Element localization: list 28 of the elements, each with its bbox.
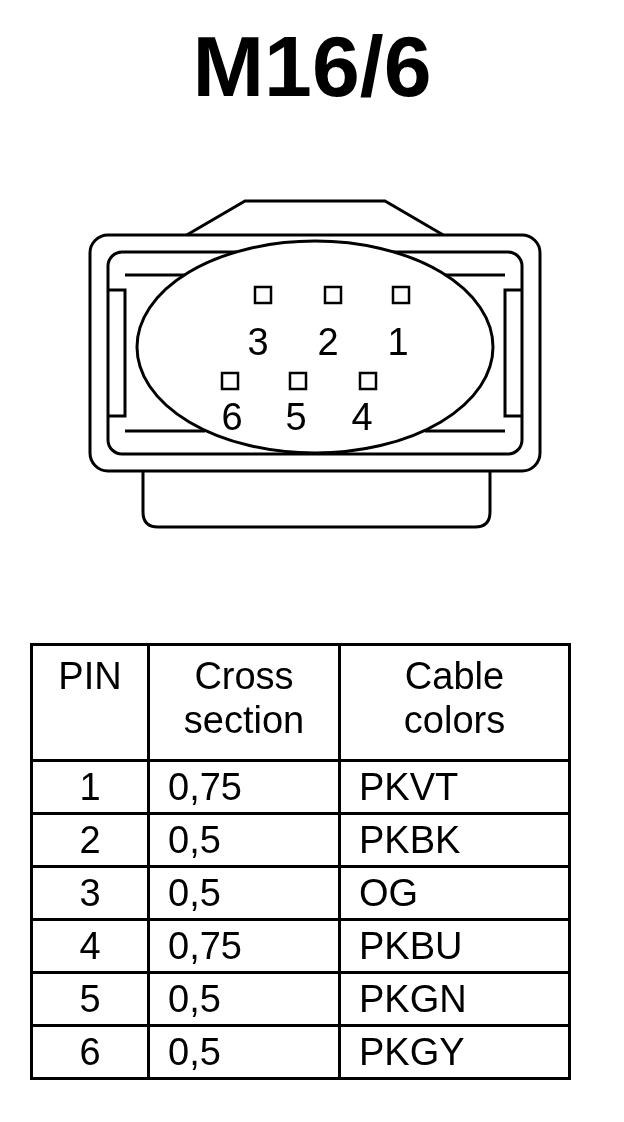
pin-value: 4 <box>31 919 149 973</box>
title: M16/6 <box>191 20 433 112</box>
pin-number: 2 <box>316 322 340 362</box>
pin-number: 5 <box>284 397 308 437</box>
pin-number: 6 <box>220 397 244 437</box>
pin-value: 1 <box>31 760 149 814</box>
cross-section-value: 0,5 <box>148 1025 340 1079</box>
pin-number: 4 <box>350 397 374 437</box>
cross-section-value: 0,5 <box>148 972 340 1026</box>
cable-color-value: PKGN <box>339 972 570 1026</box>
cable-color-value: PKVT <box>339 760 570 814</box>
column-header: PIN <box>58 654 122 698</box>
column-header: Cable colors <box>403 654 506 742</box>
pin-value: 6 <box>31 1025 149 1079</box>
cable-color-value: PKBU <box>339 919 570 973</box>
cross-section-value: 0,75 <box>148 760 340 814</box>
pin-value: 2 <box>31 813 149 867</box>
cable-color-value: PKGY <box>339 1025 570 1079</box>
cable-color-value: PKBK <box>339 813 570 867</box>
pin-number: 3 <box>246 322 270 362</box>
pin-value: 3 <box>31 866 149 920</box>
column-header: Cross section <box>183 654 305 742</box>
cable-color-value: OG <box>339 866 570 920</box>
pin-value: 5 <box>31 972 149 1026</box>
pin-number: 1 <box>386 322 410 362</box>
cross-section-value: 0,75 <box>148 919 340 973</box>
cross-section-value: 0,5 <box>148 866 340 920</box>
cross-section-value: 0,5 <box>148 813 340 867</box>
